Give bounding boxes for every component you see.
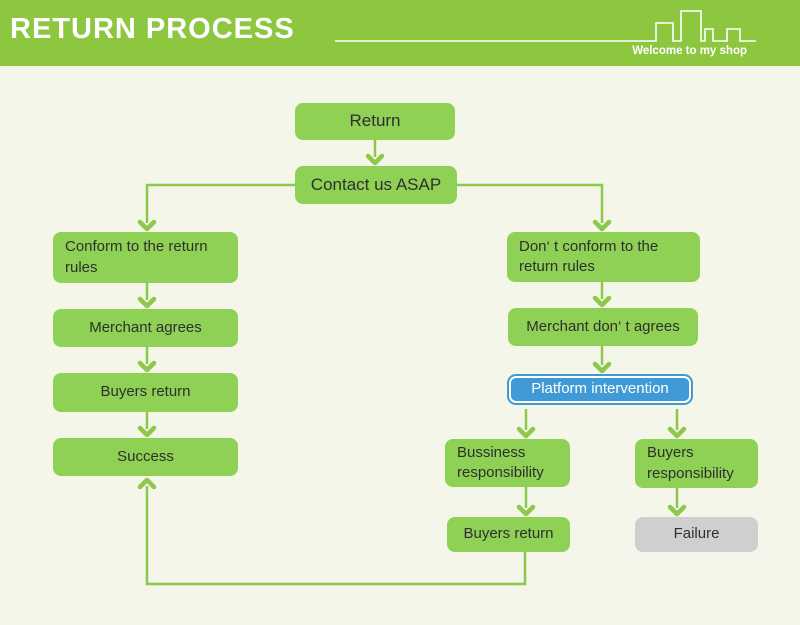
arrowhead-down-icon bbox=[592, 219, 612, 232]
flow-node-return: Return bbox=[295, 103, 455, 140]
connector-contact-right-branch bbox=[457, 183, 604, 223]
connector-loop-to-success bbox=[145, 486, 527, 586]
flow-node-business-responsibility: Bussiness responsibility bbox=[445, 439, 570, 487]
arrowhead-down-icon bbox=[667, 426, 687, 439]
connector-contact-left-branch bbox=[145, 183, 295, 223]
arrowhead-down-icon bbox=[137, 360, 157, 373]
flow-node-buyers-return-right: Buyers return bbox=[447, 517, 570, 552]
shop-tagline: Welcome to my shop bbox=[632, 45, 747, 57]
arrowhead-down-icon bbox=[516, 426, 536, 439]
flow-node-conform-rules: Conform to the return rules bbox=[53, 232, 238, 283]
arrowhead-down-icon bbox=[667, 504, 687, 517]
arrowhead-down-icon bbox=[365, 153, 385, 166]
flow-node-buyers-return-left: Buyers return bbox=[53, 373, 238, 412]
flow-node-dont-conform-rules: Don‘ t conform to the return rules bbox=[507, 232, 700, 282]
arrowhead-down-icon bbox=[516, 504, 536, 517]
flow-node-contact-us-asap: Contact us ASAP bbox=[295, 166, 457, 204]
city-skyline-icon bbox=[335, 10, 756, 42]
flow-node-failure: Failure bbox=[635, 517, 758, 552]
flow-node-platform-intervention: Platform intervention bbox=[509, 376, 691, 403]
flow-node-buyers-responsibility: Buyers responsibility bbox=[635, 439, 758, 488]
arrowhead-down-icon bbox=[592, 361, 612, 374]
header-banner: RETURN PROCESS Welcome to my shop bbox=[0, 0, 800, 66]
flow-node-success: Success bbox=[53, 438, 238, 476]
arrowhead-down-icon bbox=[592, 295, 612, 308]
flow-node-merchant-dont-agree: Merchant don‘ t agrees bbox=[508, 308, 698, 346]
arrowhead-down-icon bbox=[137, 296, 157, 309]
page-title: RETURN PROCESS bbox=[10, 13, 295, 45]
arrowhead-up-icon bbox=[137, 477, 157, 490]
arrowhead-down-icon bbox=[137, 425, 157, 438]
arrowhead-down-icon bbox=[137, 219, 157, 232]
flow-node-merchant-agrees: Merchant agrees bbox=[53, 309, 238, 347]
